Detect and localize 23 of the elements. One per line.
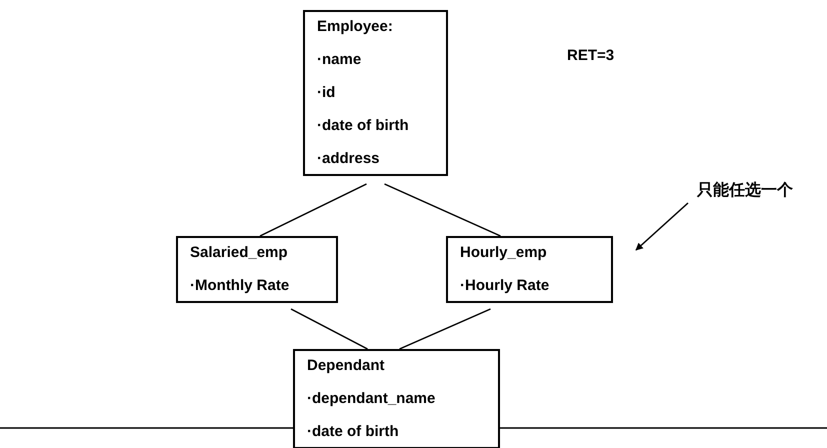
entity-box — [176, 236, 338, 303]
entity-box — [303, 10, 448, 176]
attribute-text: ·address — [317, 150, 381, 168]
note-text: RET=3 — [567, 47, 614, 64]
entity-title: Dependant — [307, 357, 386, 375]
attribute-text: ·date of birth — [307, 423, 400, 441]
attribute-text: ·id — [317, 84, 336, 102]
entity-title: Salaried_emp — [190, 244, 289, 262]
connector-line — [290, 308, 368, 350]
connector-line — [399, 308, 491, 350]
attribute-text: ·date of birth — [317, 117, 410, 135]
entity-box — [446, 236, 613, 303]
entity-title: Hourly_emp — [460, 244, 548, 262]
attribute-text: ·name — [317, 51, 362, 69]
connector-line — [384, 183, 501, 237]
entity-title: Employee: — [317, 18, 394, 36]
annotation-text: 只能任选一个 — [697, 182, 794, 200]
arrow — [635, 202, 688, 251]
attribute-text: ·dependant_name — [307, 390, 436, 408]
entity-box — [293, 349, 500, 448]
attribute-text: ·Monthly Rate — [190, 277, 290, 295]
connector-line — [260, 183, 367, 237]
attribute-text: ·Hourly Rate — [460, 277, 550, 295]
